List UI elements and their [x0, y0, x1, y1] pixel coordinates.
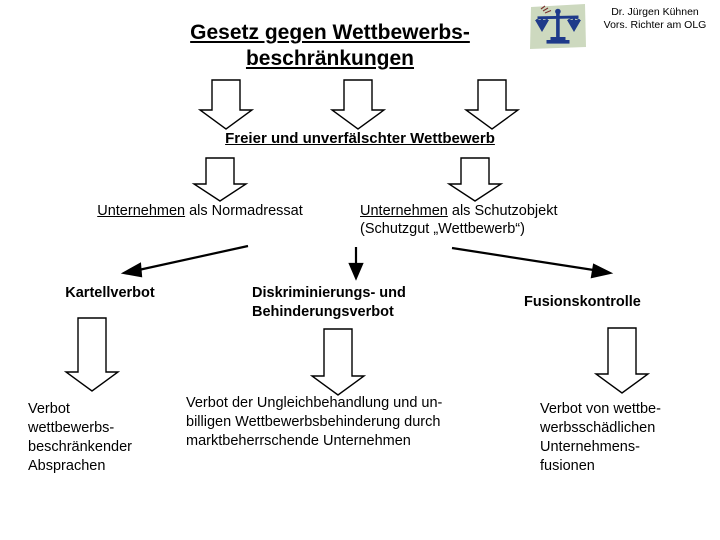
tier3-left-rest: als Normadressat: [185, 203, 303, 219]
block-arrow-down-t1-c: [463, 79, 521, 130]
tier5-left-text: Verbot wettbewerbs- beschränkender Abspr…: [28, 400, 178, 476]
tier3-right-rest: als Schutzobjekt: [447, 203, 558, 219]
tier3-right-label: Unternehmen als Schutzobjekt (Schutzgut …: [360, 202, 660, 238]
tier5-right-line4: fusionen: [540, 458, 595, 474]
author-credit: Dr. Jürgen Kühnen Vors. Richter am OLG: [592, 6, 718, 32]
tier3-right-underlined: Unternehmen: [360, 203, 448, 219]
block-arrow-down-t4-mid: [309, 328, 367, 396]
block-arrow-down-t1-b: [329, 79, 387, 130]
line-arrow-vertical-mid: [348, 247, 364, 281]
tier5-mid-line2: billigen Wettbewerbsbehinderung durch: [186, 414, 441, 430]
author-role: Vors. Richter am OLG: [603, 19, 707, 31]
block-arrow-down-t2-right: [446, 157, 504, 202]
page-title-line1: Gesetz gegen Wettbewerbs-: [190, 21, 470, 44]
tier5-right-text: Verbot von wettbe- werbsschädlichen Unte…: [540, 400, 720, 476]
tier4-mid-line2: Behinderungsverbot: [252, 304, 394, 320]
page-title-line2: beschränkungen: [245, 47, 415, 70]
line-arrow-diagonal-left: [120, 244, 249, 278]
tier5-mid-line1: Verbot der Ungleichbehandlung und un-: [186, 395, 443, 411]
tier5-left-line2: wettbewerbs-: [28, 420, 115, 436]
tier4-right-label: Fusionskontrolle: [524, 294, 641, 310]
tier2-heading: Freier und unverfälschter Wettbewerb: [225, 130, 495, 147]
block-arrow-down-t2-left: [191, 157, 249, 202]
tier5-right-line2: werbsschädlichen: [540, 420, 656, 436]
tier5-left-line1: Verbot: [28, 401, 70, 417]
block-arrow-down-t4-right: [593, 327, 651, 394]
balance-scales-icon: [528, 3, 588, 51]
page-title: Gesetz gegen Wettbewerbs- beschränkungen: [150, 20, 510, 72]
line-arrow-diagonal-right: [451, 246, 614, 279]
tier5-mid-text: Verbot der Ungleichbehandlung und un- bi…: [186, 394, 516, 451]
author-name: Dr. Jürgen Kühnen: [611, 6, 699, 18]
tier3-left-label: Unternehmen als Normadressat: [55, 202, 345, 220]
tier4-mid-label: Diskriminierungs- und Behinderungsverbot: [252, 284, 492, 322]
block-arrow-down-t1-a: [197, 79, 255, 130]
tier3-left-underlined: Unternehmen: [97, 203, 186, 219]
tier5-left-line4: Absprachen: [28, 458, 106, 474]
tier3-right-line2: (Schutzgut „Wettbewerb“): [360, 221, 525, 237]
tier5-right-line3: Unternehmens-: [540, 439, 640, 455]
tier5-right-line1: Verbot von wettbe-: [540, 401, 661, 417]
tier4-left-label: Kartellverbot: [65, 285, 155, 301]
tier5-left-line3: beschränkender: [28, 439, 132, 455]
tier5-mid-line3: marktbeherrschende Unternehmen: [186, 433, 411, 449]
block-arrow-down-t4-left: [63, 317, 121, 392]
tier4-mid-line1: Diskriminierungs- und: [252, 285, 406, 301]
